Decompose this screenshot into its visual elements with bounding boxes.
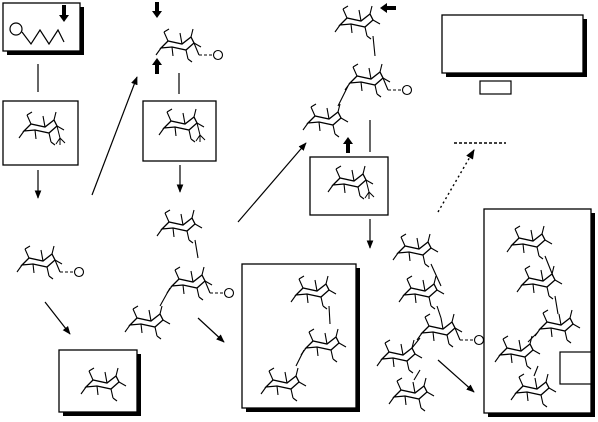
node-product-branched-oligosaccharide (483, 208, 595, 417)
node-intermediate-branched-oligosaccharide (376, 233, 484, 412)
node-intermediate-monosaccharide (17, 246, 84, 279)
arrow-to-acceptor-trisaccharide (237, 142, 307, 223)
arrow-to-product-trisaccharide (197, 317, 225, 343)
dotted-arrow-to-legend (437, 149, 475, 213)
resin-bead-icon (9, 22, 65, 46)
node-product-monosaccharide (58, 349, 141, 416)
node-acceptor-trisaccharide (302, 3, 412, 138)
node-product-trisaccharide (241, 263, 360, 412)
arrow-to-product-branched (437, 359, 475, 393)
node-intermediate-trisaccharide (124, 209, 234, 340)
arrow-to-product-monosaccharide (44, 301, 71, 335)
node-legend-panel (441, 14, 587, 95)
arrow-to-acceptor-monosaccharide (91, 76, 138, 196)
node-glycosyl-donor-1 (2, 100, 79, 166)
product-tag-box (559, 351, 592, 385)
node-glycosyl-donor-2 (142, 100, 217, 162)
legend-small-box (479, 80, 512, 95)
node-glycosyl-donor-3 (309, 156, 389, 216)
node-linker-resin (2, 2, 84, 55)
node-acceptor-monosaccharide (152, 2, 223, 74)
